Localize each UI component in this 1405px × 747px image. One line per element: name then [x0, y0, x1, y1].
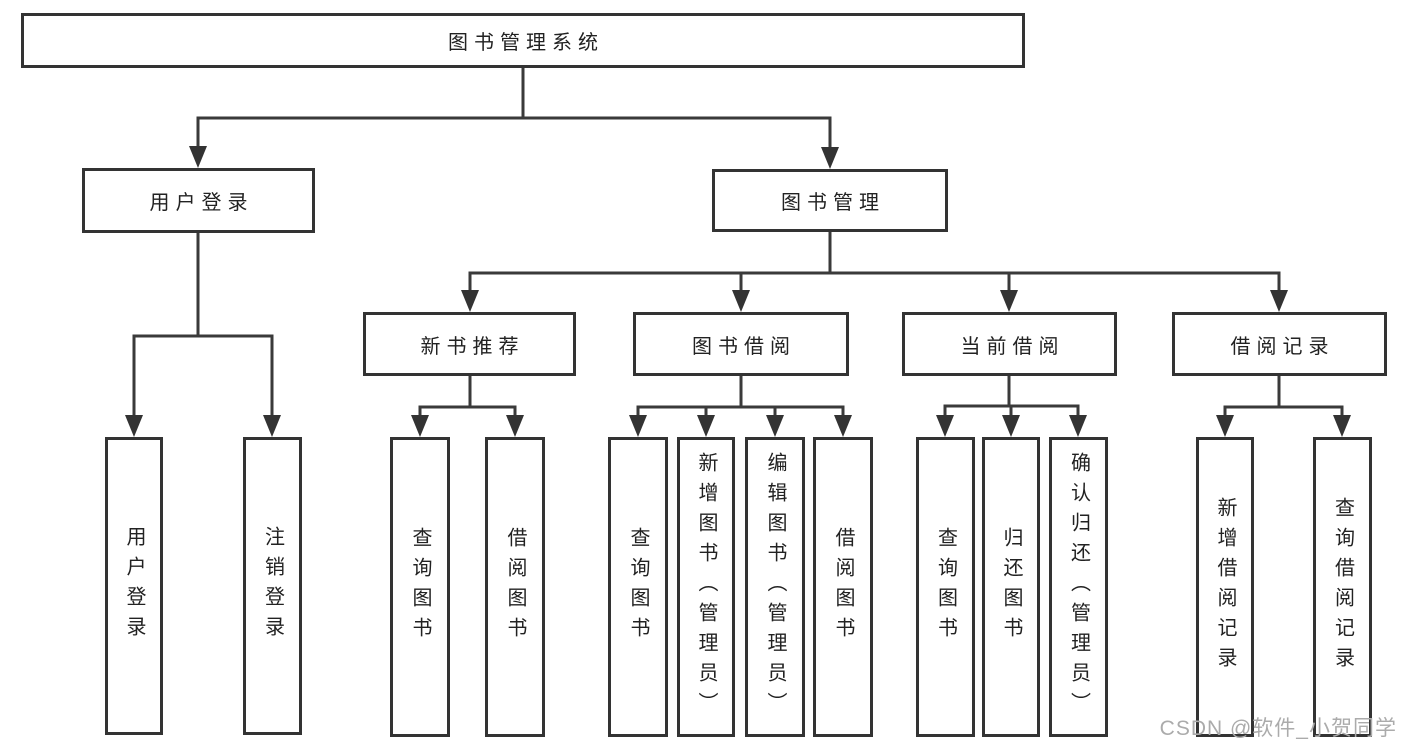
- leaf-borrow-books-recommend-label: 借阅图书: [504, 527, 526, 647]
- leaf-return-book: 归还图书: [982, 437, 1040, 737]
- leaf-add-book-admin-label: 新增图书（管理员）: [695, 452, 717, 722]
- leaf-logout: 注销登录: [243, 437, 302, 735]
- leaf-query-books-borrowing: 查询图书: [608, 437, 668, 737]
- leaf-add-borrow-record-label: 新增借阅记录: [1214, 497, 1236, 677]
- leaf-query-borrow-record-label: 查询借阅记录: [1331, 497, 1354, 677]
- leaf-borrow-books-recommend: 借阅图书: [485, 437, 545, 737]
- node-new-book-recommendation: 新书推荐: [363, 312, 576, 376]
- leaf-query-borrow-record: 查询借阅记录: [1313, 437, 1372, 737]
- leaf-user-login-label: 用户登录: [123, 526, 145, 646]
- leaf-query-books-current-label: 查询图书: [934, 527, 957, 647]
- leaf-query-books-recommend-label: 查询图书: [409, 527, 431, 647]
- connector-book-borrowing-children: [629, 376, 852, 437]
- connector-user-login-children: [125, 233, 281, 437]
- leaf-query-books-current: 查询图书: [916, 437, 975, 737]
- connector-book-management-children: [461, 232, 1288, 312]
- node-current-borrowing: 当前借阅: [902, 312, 1117, 376]
- leaf-return-book-label: 归还图书: [1000, 527, 1022, 647]
- connector-new-book-children: [411, 376, 524, 437]
- leaf-query-books-borrowing-label: 查询图书: [627, 527, 649, 647]
- node-borrowing-records: 借阅记录: [1172, 312, 1387, 376]
- leaf-add-book-admin: 新增图书（管理员）: [677, 437, 735, 737]
- leaf-confirm-return-admin: 确认归还（管理员）: [1049, 437, 1108, 737]
- leaf-confirm-return-admin-label: 确认归还（管理员）: [1067, 452, 1090, 722]
- connector-borrowing-records-children: [1216, 376, 1351, 437]
- connector-current-borrowing-children: [936, 376, 1087, 437]
- connector-root-to-level2: [189, 66, 839, 169]
- leaf-logout-label: 注销登录: [261, 526, 284, 646]
- leaf-query-books-recommend: 查询图书: [390, 437, 450, 737]
- leaf-edit-book-admin: 编辑图书（管理员）: [745, 437, 805, 737]
- csdn-watermark: CSDN @软件_小贺同学: [1159, 717, 1397, 740]
- leaf-add-borrow-record: 新增借阅记录: [1196, 437, 1254, 737]
- node-book-borrowing: 图书借阅: [633, 312, 849, 376]
- leaf-borrow-books-borrowing-label: 借阅图书: [832, 527, 854, 647]
- node-library-management-system: 图书管理系统: [21, 13, 1025, 68]
- leaf-user-login: 用户登录: [105, 437, 163, 735]
- node-user-login: 用户登录: [82, 168, 315, 233]
- leaf-borrow-books-borrowing: 借阅图书: [813, 437, 873, 737]
- leaf-edit-book-admin-label: 编辑图书（管理员）: [764, 452, 786, 722]
- node-book-management: 图书管理: [712, 169, 948, 232]
